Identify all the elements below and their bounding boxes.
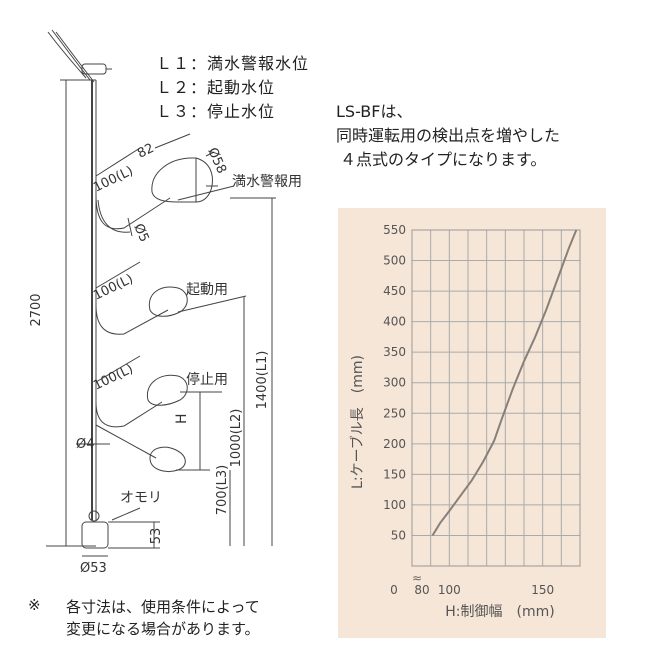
chart-y-tick-label: 200: [383, 437, 406, 451]
chart-y-tick-label: 400: [383, 315, 406, 329]
chart-y-tick-label: 250: [383, 406, 406, 420]
weight-label: オモリ: [120, 490, 162, 506]
cable-strand: [51, 29, 91, 81]
l1-length-label: 1400(L1): [255, 351, 270, 410]
legend-l3: Ｌ３：停止水位: [156, 98, 275, 122]
float-arm-lower: [95, 424, 157, 459]
chart-y-tick-label: 150: [383, 467, 406, 481]
chart-x-tick-label: 150: [531, 583, 554, 597]
legend-code: Ｌ２: [156, 78, 191, 97]
chart-x-tick-label: 100: [438, 583, 461, 597]
weight: [81, 521, 109, 549]
legend-text: ：停止水位: [190, 102, 276, 121]
float-label-start: 起動用: [186, 282, 228, 298]
cable-strand: [55, 31, 95, 83]
float-stop: [146, 374, 188, 406]
chart-y-tick-label: 50: [391, 528, 406, 542]
chart-y-tick-label: 500: [383, 254, 406, 268]
chart-ticks: 50 100 150 200 250 300 350 400 450 500 550 0 80 100 15…: [383, 223, 554, 597]
float-arm-alarm: [95, 194, 171, 230]
total-length-label: 2700: [29, 293, 44, 326]
description-line-1: LS-BFは、: [336, 102, 413, 121]
float-start: [148, 286, 188, 317]
chart-series-line: [431, 229, 578, 537]
footnote-mark: ※: [28, 596, 41, 614]
description-line-2: 同時運転用の検出点を増やした: [336, 126, 561, 145]
legend-code: Ｌ３: [156, 102, 191, 121]
h-label: H: [174, 413, 190, 424]
l3-length-label: 700(L3): [215, 465, 230, 515]
legend-l1: Ｌ１：満水警報水位: [156, 50, 309, 74]
chart-y-tick-label: 350: [383, 345, 406, 359]
float-label-stop: 停止用: [186, 371, 228, 388]
float-lower: [149, 446, 186, 472]
chart-panel: [338, 208, 606, 638]
chart-y-tick-label: 450: [383, 284, 406, 298]
pivot-diameter-label: Ø5: [130, 222, 151, 245]
weight-diameter-label: Ø53: [80, 561, 107, 576]
chart-x-tick-label: 0: [390, 583, 398, 597]
weight-height-label: 53: [149, 528, 164, 545]
chart-frame: [411, 229, 581, 567]
legend-l2: Ｌ２：起動水位: [156, 74, 275, 98]
description-line-3: ４点式のタイプになります。: [340, 150, 547, 169]
chart-y-tick-label: 550: [383, 223, 406, 237]
weight-ring: [88, 510, 100, 522]
float-arm-stop: [95, 401, 163, 428]
l2-length-label: 1000(L2): [229, 409, 244, 468]
float-label-alarm: 満水警報用: [232, 174, 302, 190]
float-arm-start: [95, 304, 169, 335]
chart-grid: [411, 229, 581, 567]
chart-x-label: H:制御幅 (mm): [445, 604, 554, 620]
legend-text: ：起動水位: [190, 78, 276, 97]
axis-break-mark: ≈: [412, 571, 422, 585]
cable-diameter-label: Ø4: [76, 437, 95, 452]
legend-text: ：満水警報水位: [190, 54, 310, 73]
footnote-line-2: 変更になる場合があります。: [66, 620, 260, 638]
chart-y-tick-label: 100: [383, 498, 406, 512]
chart-y-tick-label: 300: [383, 376, 406, 390]
chart-x-tick-label: 80: [414, 583, 429, 597]
cable-strand: [47, 31, 87, 79]
legend-code: Ｌ１: [156, 54, 191, 73]
float-length-label: 82: [135, 141, 156, 162]
footnote-line-1: 各寸法は、使用条件によって: [66, 598, 260, 616]
chart-y-label: L:ケーブル長 (mm): [349, 355, 366, 489]
